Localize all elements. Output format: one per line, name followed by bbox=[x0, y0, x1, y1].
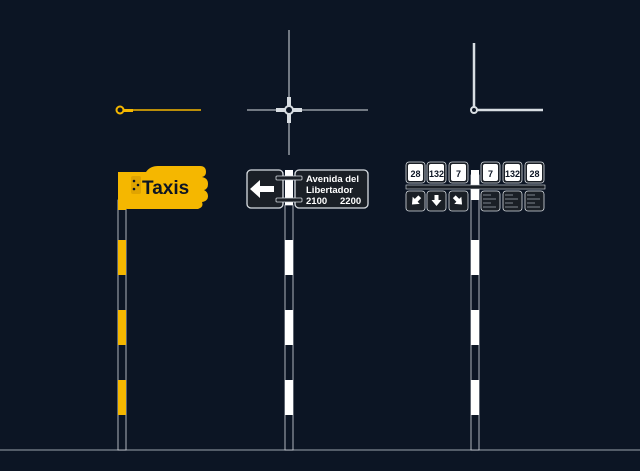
route-number: 28 bbox=[410, 169, 420, 179]
route-badge bbox=[527, 164, 542, 181]
route-number: 7 bbox=[456, 169, 461, 179]
taxi-sign: Taxis bbox=[118, 166, 208, 210]
route-badge bbox=[483, 164, 498, 181]
pole-band bbox=[118, 380, 126, 415]
taxi-pole bbox=[117, 199, 127, 451]
arrow-left-icon bbox=[250, 180, 274, 198]
bus-sign: 28 132 7 7 132 28 bbox=[405, 161, 546, 212]
pole-band bbox=[118, 240, 126, 275]
street-name-line2: Libertador bbox=[306, 185, 353, 196]
route-badge bbox=[505, 164, 520, 181]
street-number-left: 2100 bbox=[306, 196, 327, 207]
route-number: 132 bbox=[429, 169, 444, 179]
route-badge bbox=[429, 164, 444, 181]
street-plan-view bbox=[247, 30, 368, 155]
street-number-right: 2200 bbox=[340, 196, 361, 207]
arrow-down-right-icon bbox=[452, 195, 463, 205]
bus-pole bbox=[470, 170, 480, 451]
arrow-down-icon bbox=[431, 195, 442, 206]
pole-band bbox=[471, 240, 479, 275]
route-badge bbox=[451, 164, 466, 181]
pole-band bbox=[471, 380, 479, 415]
arrow-down-left-icon bbox=[411, 195, 422, 205]
pole-band bbox=[285, 240, 293, 275]
taxi-sign-label: Taxis bbox=[142, 178, 189, 199]
pole-band bbox=[285, 380, 293, 415]
street-name-line1: Avenida del bbox=[306, 174, 359, 185]
street-pole bbox=[284, 170, 294, 451]
bus-plan-view bbox=[470, 43, 543, 114]
pole-band bbox=[118, 310, 126, 345]
route-number: 28 bbox=[529, 169, 539, 179]
taxi-plan-view bbox=[115, 105, 201, 115]
pole-band bbox=[285, 310, 293, 345]
pole-band bbox=[471, 310, 479, 345]
route-badge bbox=[408, 164, 423, 181]
street-sign: Avenida del Libertador 2100 2200 bbox=[246, 169, 369, 209]
route-number: 7 bbox=[488, 169, 493, 179]
route-number: 132 bbox=[505, 169, 520, 179]
